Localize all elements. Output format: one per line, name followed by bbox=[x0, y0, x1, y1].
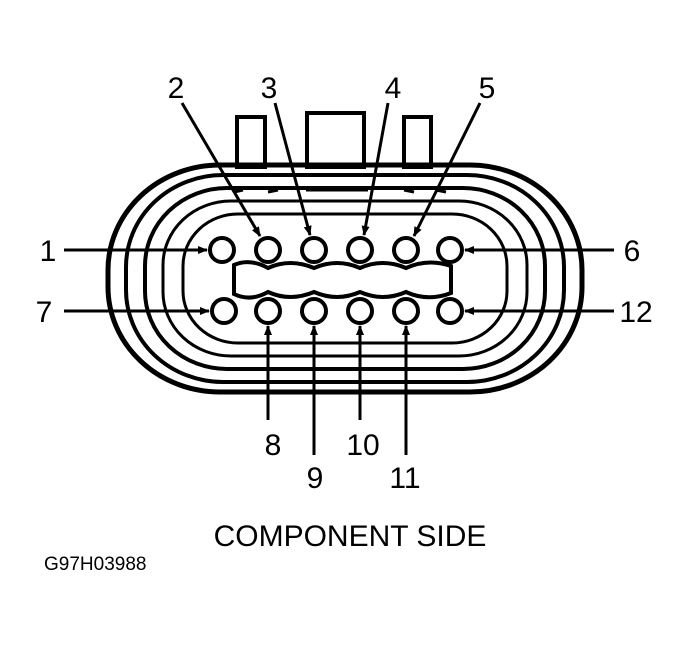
connector-housing bbox=[105, 162, 585, 395]
pin-label-7: 7 bbox=[36, 296, 53, 329]
left-tab bbox=[235, 115, 267, 169]
locking-tabs bbox=[235, 111, 433, 169]
pin-12-cavity bbox=[436, 297, 464, 325]
seal-ring-2 bbox=[143, 186, 547, 371]
seal-ring-4 bbox=[181, 212, 509, 345]
pin-8-cavity bbox=[254, 297, 282, 325]
housing-outer-shell bbox=[105, 162, 585, 395]
right-tab bbox=[402, 115, 433, 169]
seal-ring-3 bbox=[161, 199, 529, 358]
seal-ring-1 bbox=[124, 173, 566, 384]
arrow-pin-2 bbox=[180, 102, 262, 237]
pin-label-9: 9 bbox=[307, 462, 324, 495]
figure-code: G97H03988 bbox=[44, 554, 146, 575]
diagram-caption: COMPONENT SIDE bbox=[214, 520, 487, 553]
pin-label-10: 10 bbox=[346, 429, 379, 462]
housing-top-tick-marks bbox=[233, 188, 447, 194]
arrow-pin-4 bbox=[361, 102, 390, 236]
pin-label-5: 5 bbox=[479, 72, 496, 105]
pin-5-cavity bbox=[392, 236, 420, 264]
pin-label-1: 1 bbox=[40, 235, 57, 268]
pin-cavities bbox=[208, 236, 464, 325]
pin-label-12: 12 bbox=[619, 296, 652, 329]
pin-2-cavity bbox=[254, 236, 282, 264]
pin-label-2: 2 bbox=[168, 72, 185, 105]
pin-label-11: 11 bbox=[389, 462, 420, 495]
pin-11-cavity bbox=[392, 297, 420, 325]
pin-label-6: 6 bbox=[624, 235, 641, 268]
pin-6-cavity bbox=[436, 236, 464, 264]
pin-4-cavity bbox=[346, 236, 374, 264]
arrow-pin-3 bbox=[273, 102, 312, 236]
pin-1-cavity bbox=[208, 236, 236, 264]
pin-3-cavity bbox=[300, 236, 328, 264]
center-tab bbox=[305, 111, 366, 169]
pin-7-cavity bbox=[210, 297, 238, 325]
pin-label-8: 8 bbox=[265, 429, 282, 462]
leader-arrows bbox=[64, 102, 614, 455]
pin-row-separator bbox=[232, 260, 453, 300]
arrow-pin-5 bbox=[412, 102, 482, 237]
pin-10-cavity bbox=[346, 297, 374, 325]
pin-label-3: 3 bbox=[261, 72, 278, 105]
pin-label-4: 4 bbox=[385, 72, 402, 105]
pin-9-cavity bbox=[300, 297, 328, 325]
pin-labels: 1 2 3 4 5 6 7 8 9 10 11 12 bbox=[36, 72, 653, 495]
